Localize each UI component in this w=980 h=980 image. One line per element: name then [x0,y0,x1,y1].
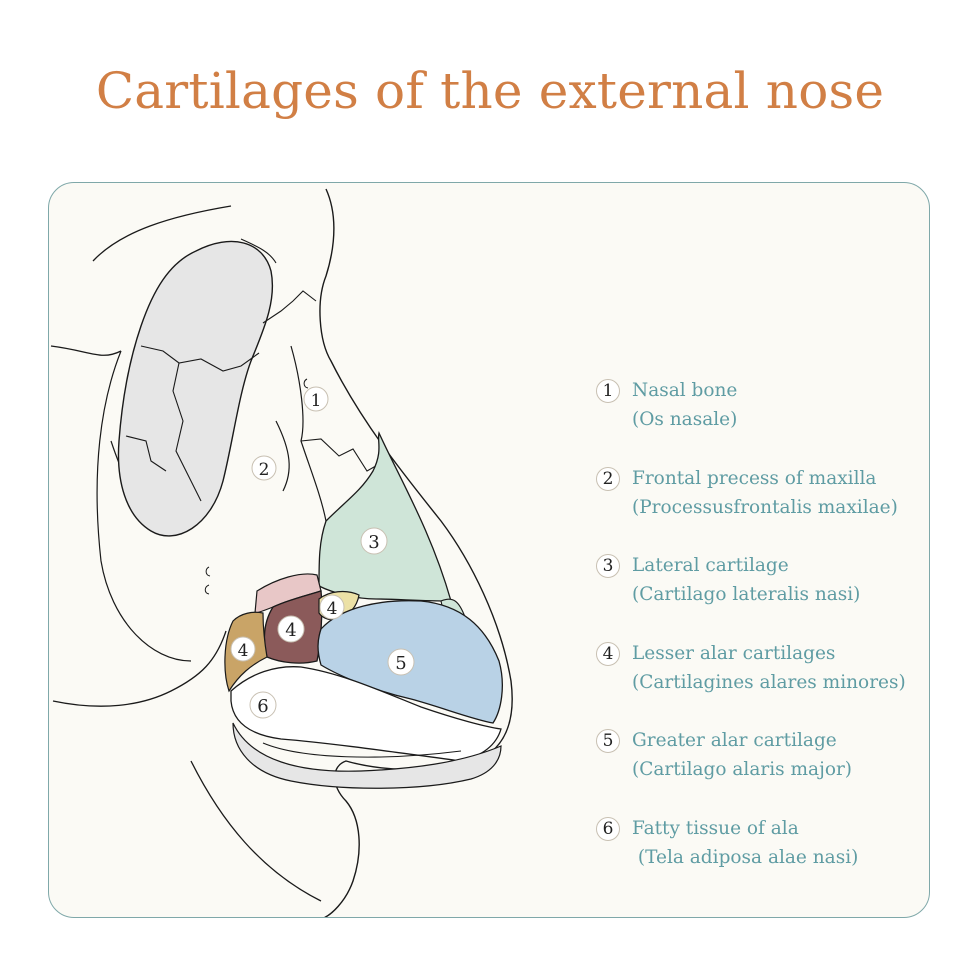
legend-number: 5 [596,729,620,753]
svg-text:4: 4 [285,620,296,641]
svg-text:4: 4 [238,641,249,661]
legend-item-greater-alar: 5 Greater alar cartilage (Cartilago alar… [596,726,966,784]
legend-name: Nasal bone [632,380,738,401]
lip-outline [190,760,322,902]
svg-text:3: 3 [368,532,379,553]
page-title: Cartilages of the external nose [95,62,885,120]
legend-item-nasal-bone: 1 Nasal bone (Os nasale) [596,376,966,434]
small-mark-c [303,378,309,389]
svg-text:2: 2 [259,460,270,480]
region-label-4b: 4 [230,636,256,662]
legend-item-frontal-process: 2 Frontal precess of maxilla (Processusf… [596,464,966,522]
legend-name: Fatty tissue of ala [632,817,799,839]
nostril-rim [232,722,502,789]
legend: 1 Nasal bone (Os nasale) 2 Frontal prece… [596,376,966,901]
jaw-line [96,350,192,662]
legend-name: Greater alar cartilage [632,730,837,751]
legend-item-lateral-cartilage: 3 Lateral cartilage (Cartilago lateralis… [596,551,966,609]
svg-text:6: 6 [257,696,268,717]
legend-latin: (Cartilago lateralis nasi) [632,584,861,605]
legend-latin: (Os nasale) [632,409,738,430]
nose-illustration: 1 2 3 4 4 4 5 6 [50,188,513,917]
forehead-line [92,205,232,262]
legend-name: Lesser alar cartilages [632,642,836,664]
lateral-cartilage [318,431,452,602]
legend-latin: (Processusfrontalis maxilae) [632,496,898,518]
region-label-3: 3 [360,527,388,555]
legend-number: 2 [596,466,620,491]
legend-number: 1 [596,379,620,403]
diagram-panel: 1 2 3 4 4 4 5 6 [48,182,930,918]
svg-text:4: 4 [327,599,338,619]
nasal-bone-outline [290,345,327,522]
region-label-2: 2 [251,455,277,481]
region-label-1: 1 [303,386,329,412]
legend-number: 3 [596,554,620,578]
region-label-4c: 4 [319,594,345,620]
legend-latin: (Cartilago alaris major) [632,759,853,780]
legend-item-fatty-tissue: 6 Fatty tissue of ala (Tela adiposa alae… [596,814,966,872]
region-label-5: 5 [387,648,415,676]
bone-crack-2 [172,362,202,502]
bone-mass [117,240,274,537]
svg-text:1: 1 [311,391,322,411]
nostril-inner [262,742,462,758]
svg-text:5: 5 [395,653,406,674]
bone-crack-1 [140,345,260,372]
legend-number: 4 [596,641,620,666]
face-profile-outline [319,188,513,917]
bone-ridge [240,238,277,264]
ala-outline [230,666,502,762]
legend-latin: (Cartilagines alares minores) [632,671,906,693]
legend-name: Lateral cartilage [632,555,789,576]
small-mark-b [204,584,210,595]
region-label-4a: 4 [277,615,305,643]
brow-line [50,345,122,356]
legend-latin: (Tela adiposa alae nasi) [632,846,859,868]
frontal-suture [262,290,317,324]
small-mark-a [205,566,211,577]
cheek-outline [52,630,227,707]
legend-number: 6 [596,816,620,841]
legend-item-lesser-alar: 4 Lesser alar cartilages (Cartilagines a… [596,639,966,697]
bone-crack-3 [125,435,167,472]
cheek-line [275,420,290,492]
legend-name: Frontal precess of maxilla [632,467,877,489]
nasal-suture [300,438,382,472]
region-label-6: 6 [249,691,277,719]
